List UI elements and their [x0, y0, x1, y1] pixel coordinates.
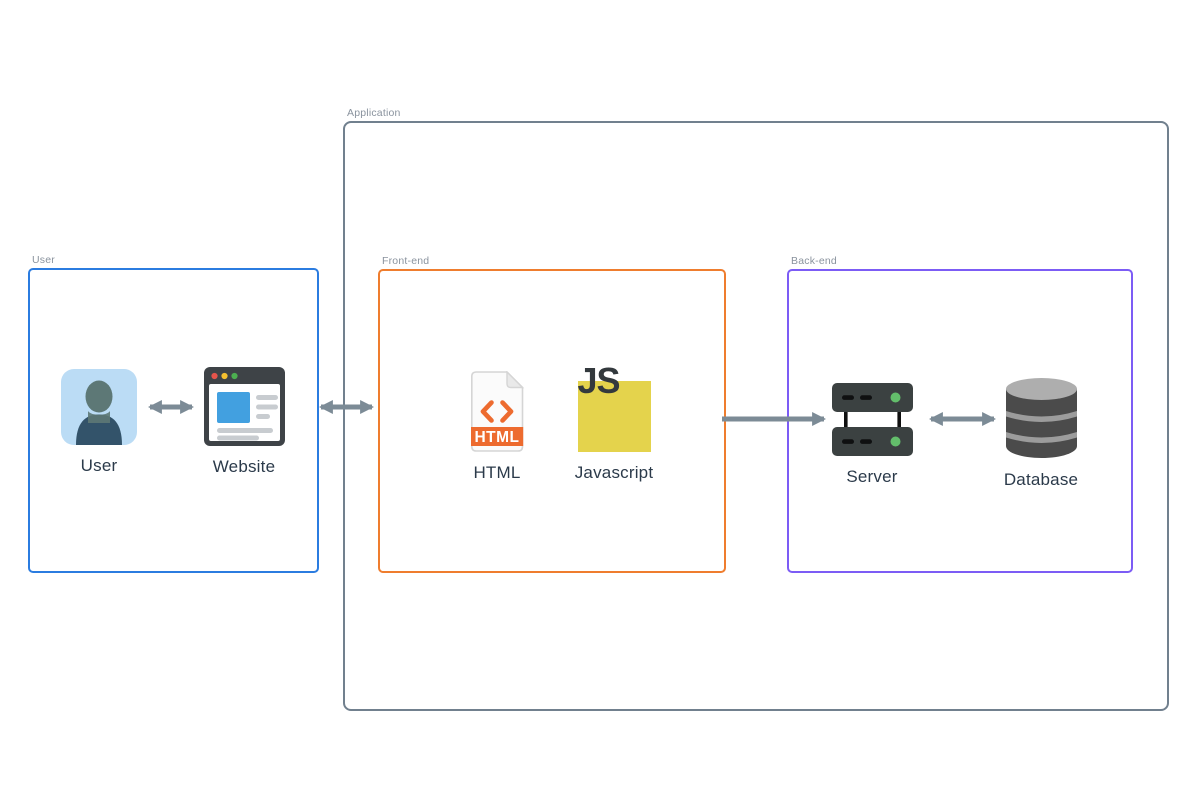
node-html-label: HTML: [473, 463, 521, 482]
user-icon: [61, 369, 137, 445]
node-server[interactable]: Server: [802, 383, 942, 487]
node-database[interactable]: Database: [971, 377, 1111, 490]
browser-window-icon: [203, 367, 285, 446]
node-website[interactable]: Website: [174, 367, 314, 477]
server-icon: [831, 383, 913, 456]
group-user[interactable]: User: [28, 254, 319, 573]
html-badge-text: HTML: [474, 429, 519, 446]
database-icon: [1005, 377, 1078, 459]
node-javascript-label: Javascript: [574, 463, 654, 482]
node-user-label: User: [80, 456, 118, 475]
group-frontend-label: Front-end: [382, 255, 430, 267]
node-server-label: Server: [846, 467, 898, 486]
node-user[interactable]: User: [29, 369, 169, 476]
group-application[interactable]: Application: [343, 107, 1169, 711]
group-user-label: User: [32, 254, 55, 266]
group-application-label: Application: [347, 107, 401, 119]
node-html[interactable]: HTML HTML: [427, 370, 567, 483]
node-database-label: Database: [1003, 470, 1079, 489]
javascript-icon: JS: [577, 363, 651, 452]
group-backend-label: Back-end: [791, 255, 837, 267]
node-javascript[interactable]: JS Javascript: [544, 363, 684, 483]
node-website-label: Website: [212, 457, 276, 476]
html-file-icon: HTML: [466, 370, 528, 452]
js-badge-text: JS: [577, 360, 621, 401]
